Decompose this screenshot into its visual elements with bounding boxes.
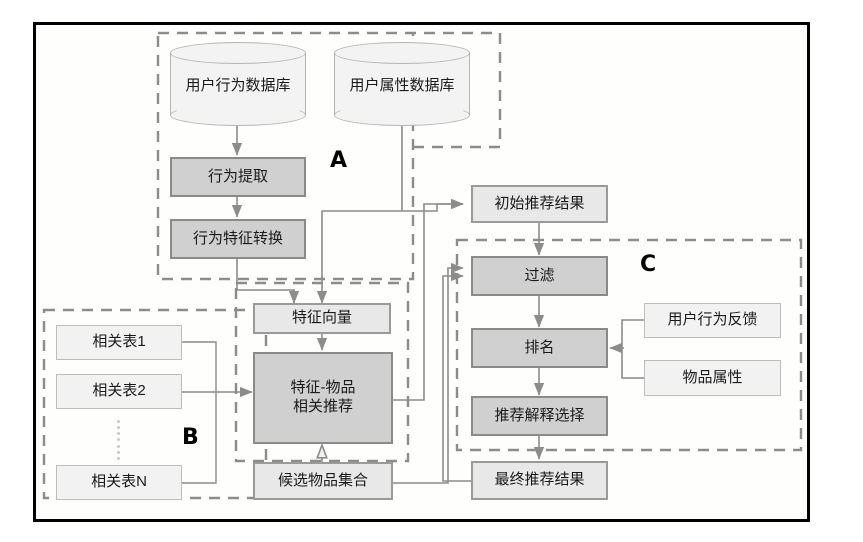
node-feature-vector-label: 特征向量 <box>291 309 352 327</box>
node-initial-recommend-result-label: 初始推荐结果 <box>494 194 585 212</box>
cylinder-top <box>334 42 470 64</box>
node-feature-item-related-recommend[interactable]: 特征-物品 相关推荐 <box>253 352 393 444</box>
group-label-b: B <box>182 425 199 450</box>
node-behavior-feature-transform[interactable]: 行为特征转换 <box>170 219 306 259</box>
group-label-a: A <box>330 148 348 173</box>
ellipsis-vertical-icon <box>117 420 120 460</box>
node-feature-vector[interactable]: 特征向量 <box>253 303 391 334</box>
cylinder-bottom <box>334 104 470 126</box>
node-recommend-explanation-selection[interactable]: 推荐解释选择 <box>471 396 608 436</box>
node-recommend-explanation-selection-label: 推荐解释选择 <box>494 406 585 424</box>
cylinder-top <box>170 42 306 64</box>
node-initial-recommend-result[interactable]: 初始推荐结果 <box>471 185 608 223</box>
database-user-attribute-label: 用户属性数据库 <box>349 76 455 94</box>
node-candidate-item-set-label: 候选物品集合 <box>277 471 368 489</box>
node-feature-item-related-recommend-label-line2: 相关推荐 <box>292 398 353 415</box>
node-filter-label: 过滤 <box>524 266 555 284</box>
node-filter[interactable]: 过滤 <box>471 256 608 296</box>
database-user-behavior-label: 用户行为数据库 <box>185 76 291 94</box>
cylinder-bottom <box>170 104 306 126</box>
node-behavior-extraction-label: 行为提取 <box>207 167 268 185</box>
database-user-attribute: 用户属性数据库 <box>334 42 470 126</box>
node-user-behavior-feedback[interactable]: 用户行为反馈 <box>644 303 781 338</box>
database-user-behavior: 用户行为数据库 <box>170 42 306 126</box>
node-ranking[interactable]: 排名 <box>471 328 608 368</box>
node-user-behavior-feedback-label: 用户行为反馈 <box>667 311 758 329</box>
node-related-table-n[interactable]: 相关表N <box>56 465 182 500</box>
node-related-table-1-label: 相关表1 <box>92 333 146 351</box>
node-final-recommend-result[interactable]: 最终推荐结果 <box>471 461 608 500</box>
node-behavior-extraction[interactable]: 行为提取 <box>170 157 306 197</box>
group-label-c: C <box>640 252 657 277</box>
node-feature-item-related-recommend-label-line1: 特征-物品 <box>290 379 356 397</box>
node-related-table-1[interactable]: 相关表1 <box>56 325 182 360</box>
node-item-attribute[interactable]: 物品属性 <box>644 360 781 396</box>
node-ranking-label: 排名 <box>524 338 555 356</box>
node-related-table-2-label: 相关表2 <box>92 382 146 400</box>
node-related-table-n-label: 相关表N <box>91 473 147 491</box>
node-item-attribute-label: 物品属性 <box>682 368 743 386</box>
node-candidate-item-set[interactable]: 候选物品集合 <box>253 462 393 500</box>
node-related-table-2[interactable]: 相关表2 <box>56 374 182 409</box>
node-behavior-feature-transform-label: 行为特征转换 <box>192 229 283 247</box>
node-final-recommend-result-label: 最终推荐结果 <box>494 471 585 489</box>
